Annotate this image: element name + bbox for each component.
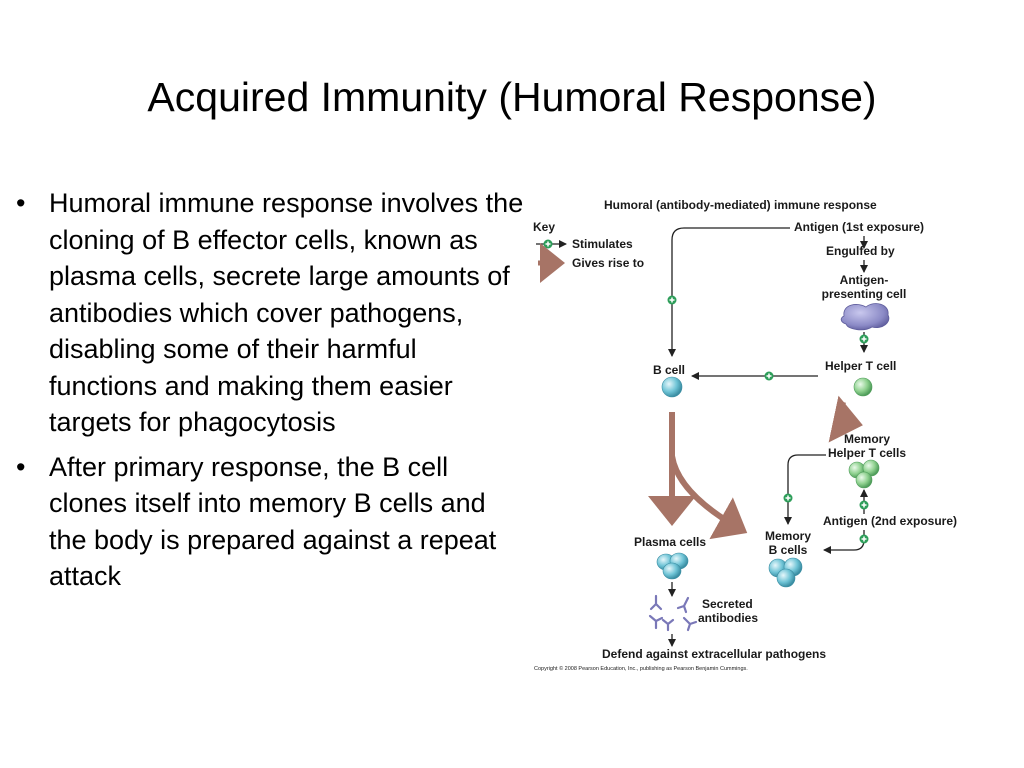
memory-helper-label-line1: Memory <box>844 432 890 446</box>
plus-badge-icon <box>764 371 774 381</box>
secreted-antibodies-label-line1: Secreted <box>702 597 753 611</box>
plus-badge-icon <box>859 500 869 510</box>
plus-badge-icon <box>783 493 793 503</box>
helper-t-cell-icon <box>853 377 873 397</box>
memory-helper-to-memory-b-arrow <box>784 454 826 525</box>
diagram-title: Humoral (antibody-mediated) immune respo… <box>604 198 877 212</box>
defend-label: Defend against extracellular pathogens <box>602 647 826 661</box>
bullet-dot-icon: • <box>16 451 26 482</box>
plus-badge-icon <box>667 295 677 305</box>
bullet-list: • Humoral immune response involves the cl… <box>14 185 524 603</box>
key-gives-rise: Gives rise to <box>572 256 644 270</box>
antigen-to-bcell-arrow <box>668 227 790 357</box>
memory-b-label-line2: B cells <box>769 543 808 557</box>
antibodies-icon <box>648 594 698 632</box>
helper-to-memory-arrow <box>828 395 863 443</box>
bullet-item: • After primary response, the B cell clon… <box>14 449 524 595</box>
helper-t-label: Helper T cell <box>825 359 896 373</box>
antigen2-to-memory-b-arrow <box>823 530 865 554</box>
plus-badge-icon <box>543 239 553 249</box>
copyright-text: Copyright © 2008 Pearson Education, Inc.… <box>534 665 748 672</box>
antigen-second-label: Antigen (2nd exposure) <box>823 514 957 528</box>
apc-label-line1: Antigen- <box>840 273 889 287</box>
antigen-first-label: Antigen (1st exposure) <box>794 220 924 234</box>
bullet-text: Humoral immune response involves the clo… <box>49 188 524 437</box>
bullet-dot-icon: • <box>16 188 26 218</box>
antigen-presenting-cell-icon <box>840 303 890 331</box>
engulfed-by-label: Engulfed by <box>826 244 895 258</box>
plasma-cells-label: Plasma cells <box>634 535 706 549</box>
memory-b-label-line1: Memory <box>765 529 811 543</box>
plus-badge-icon <box>859 534 869 544</box>
secreted-antibodies-label-line2: antibodies <box>698 611 758 625</box>
b-cell-icon <box>661 376 683 398</box>
key-label: Key <box>533 220 555 234</box>
key-stimulates: Stimulates <box>572 237 633 251</box>
b-cell-label: B cell <box>653 363 685 377</box>
memory-b-cells-icon <box>768 557 803 588</box>
slide-title: Acquired Immunity (Humoral Response) <box>147 74 877 120</box>
memory-helper-t-cells-icon <box>848 459 880 489</box>
bcell-to-memory-b-arrow <box>669 455 748 540</box>
humoral-response-diagram: Humoral (antibody-mediated) immune respo… <box>533 198 957 672</box>
plasma-cells-icon <box>656 552 689 580</box>
plus-badge-icon <box>859 334 869 344</box>
memory-helper-label-line2: Helper T cells <box>828 446 906 460</box>
bullet-text: After primary response, the B cell clone… <box>49 451 497 592</box>
apc-label-line2: presenting cell <box>822 287 907 301</box>
bullet-item: • Humoral immune response involves the cl… <box>14 185 524 441</box>
